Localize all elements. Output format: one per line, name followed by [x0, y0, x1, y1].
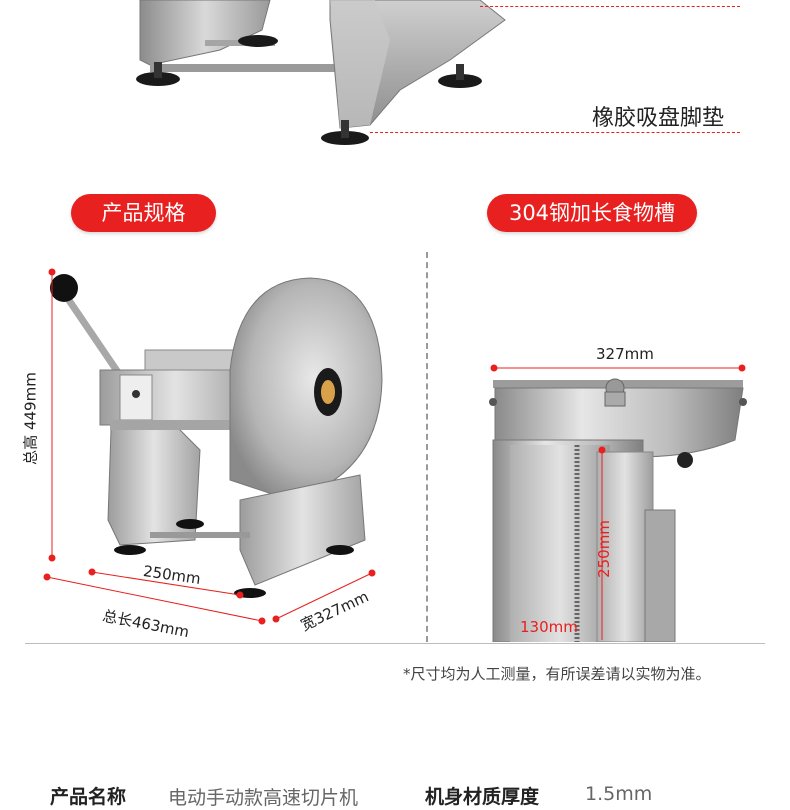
badge-food-chute: 304钢加长食物槽: [487, 194, 697, 232]
spec-row: 产品名称 电动手动款高速切片机 机身材质厚度 1.5mm: [0, 778, 790, 809]
callout-line-top: [480, 6, 740, 7]
measurement-note: *尺寸均为人工测量，有所误差请以实物为准。: [403, 665, 711, 683]
spec-value-product-name: 电动手动款高速切片机: [168, 787, 359, 809]
section-separator: [25, 643, 765, 644]
callout-label-feet: 橡胶吸盘脚垫: [592, 106, 725, 131]
spec-value-thickness: 1.5mm: [585, 783, 653, 805]
slicer-bottom-illustration: [136, 0, 506, 145]
dim-chute-depth: 250mm: [594, 520, 613, 578]
spec-label-product-name: 产品名称: [50, 786, 127, 808]
dim-total-height: 总高 449mm: [21, 372, 40, 465]
callout-line-feet: [370, 132, 740, 133]
top-product-image: 橡胶吸盘脚垫: [0, 0, 790, 170]
machine-illustration: [40, 250, 420, 640]
panel-divider: [426, 252, 428, 642]
left-dimension-lines: [43, 268, 376, 625]
dim-chute-diameter: 327mm: [596, 345, 654, 363]
right-dimension-lines: [490, 364, 746, 640]
chute-illustration: [485, 360, 755, 643]
spec-label-thickness: 机身材质厚度: [425, 786, 540, 808]
dim-chute-base: 130mm: [520, 618, 578, 636]
badge-specs: 产品规格: [71, 194, 216, 232]
